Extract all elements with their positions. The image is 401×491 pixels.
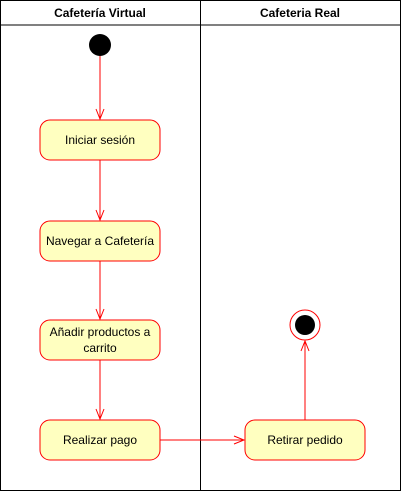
action-anadir-productos[interactable]: Añadir productos a carrito [39, 319, 161, 361]
action-realizar-pago[interactable]: Realizar pago [39, 419, 161, 461]
lane-title-cafeteria-virtual: Cafetería Virtual [54, 6, 146, 20]
action-label-line-2: carrito [83, 341, 117, 355]
action-label: Retirar pedido [267, 433, 343, 447]
action-iniciar-sesion[interactable]: Iniciar sesión [39, 119, 161, 161]
action-retirar-pedido[interactable]: Retirar pedido [244, 419, 366, 461]
action-label: Navegar a Cafetería [46, 234, 154, 248]
lane-title-cafeteria-real: Cafeteria Real [260, 6, 340, 20]
initial-node[interactable] [89, 34, 111, 56]
final-node[interactable] [289, 309, 321, 341]
action-navegar-a-cafeteria[interactable]: Navegar a Cafetería [39, 220, 161, 262]
action-label-line-1: Añadir productos a [50, 325, 151, 339]
action-label: Realizar pago [63, 433, 137, 447]
action-label: Iniciar sesión [65, 133, 135, 147]
